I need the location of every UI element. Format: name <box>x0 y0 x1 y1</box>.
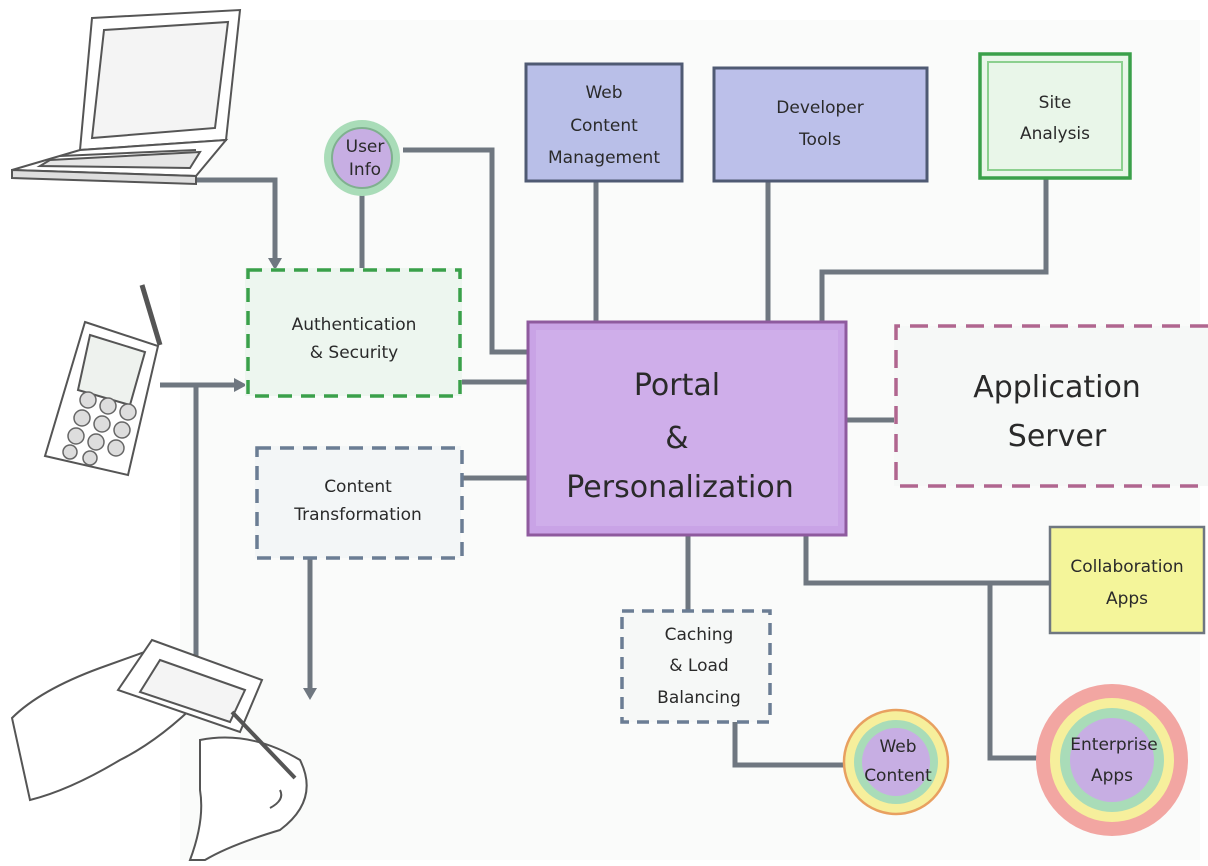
connector-lines <box>160 147 1052 768</box>
site-analysis-node: Site Analysis <box>978 52 1132 180</box>
enterprise-label-1: Enterprise <box>1070 735 1157 755</box>
application-server-label-2: Server <box>1008 419 1107 454</box>
portal-label-1: Portal <box>634 368 720 403</box>
mobile-phone-icon <box>43 284 163 477</box>
handheld-pda-icon <box>10 638 308 861</box>
portal-label-2: & <box>665 421 688 456</box>
web-content-label-2: Content <box>864 766 932 786</box>
site-analysis-label-2: Analysis <box>1020 124 1090 144</box>
portal-label-3: Personalization <box>566 470 793 505</box>
user-info-label-1: User <box>346 137 385 157</box>
collaboration-label-2: Apps <box>1106 589 1148 609</box>
wcm-label-1: Web <box>585 83 622 103</box>
authentication-security-node: Authentication & Security <box>245 268 462 398</box>
application-server-label-1: Application <box>973 370 1141 405</box>
content-transformation-label-2: Transformation <box>293 505 422 525</box>
web-content-node: Web Content <box>842 708 950 816</box>
user-info-label-2: Info <box>349 160 381 180</box>
wcm-label-3: Management <box>548 148 660 168</box>
caching-label-2: & Load <box>669 656 728 676</box>
web-content-management-node: Web Content Management <box>524 62 684 183</box>
enterprise-apps-node: Enterprise Apps <box>1036 684 1188 836</box>
wcm-label-2: Content <box>570 116 638 136</box>
enterprise-label-2: Apps <box>1091 766 1133 786</box>
caching-label-3: Balancing <box>657 688 741 708</box>
user-info-node: User Info <box>324 120 400 196</box>
caching-label-1: Caching <box>665 625 734 645</box>
developer-tools-label-2: Tools <box>798 130 841 150</box>
site-analysis-label-1: Site <box>1039 93 1072 113</box>
laptop-icon <box>11 8 242 186</box>
auth-label-2: & Security <box>310 343 398 363</box>
web-content-label-1: Web <box>879 737 916 757</box>
portal-personalization-node: Portal & Personalization <box>526 320 848 537</box>
content-transformation-node: Content Transformation <box>255 446 464 560</box>
caching-load-balancing-node: Caching & Load Balancing <box>620 609 772 724</box>
developer-tools-label-1: Developer <box>776 98 863 118</box>
developer-tools-node: Developer Tools <box>712 66 929 183</box>
collaboration-label-1: Collaboration <box>1070 557 1183 577</box>
content-transformation-label-1: Content <box>324 477 392 497</box>
collaboration-apps-node: Collaboration Apps <box>1048 525 1206 635</box>
auth-label-1: Authentication <box>292 315 417 335</box>
application-server-node: Application Server <box>894 324 1208 488</box>
